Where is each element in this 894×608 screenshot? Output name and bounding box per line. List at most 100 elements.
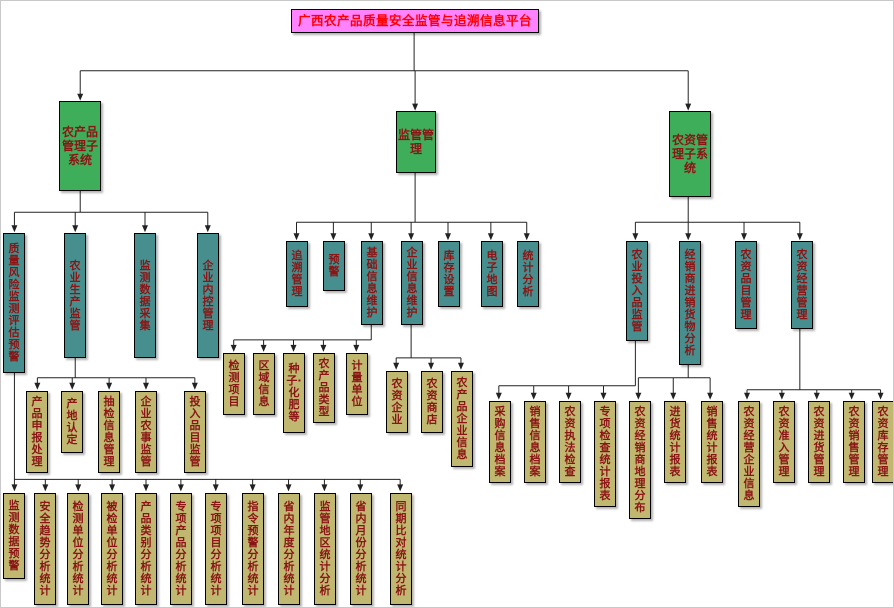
node-label: 监管管理	[397, 128, 434, 156]
node-label: 预警	[328, 253, 340, 278]
node-agri-product-types: 农产品类型	[313, 353, 335, 423]
node-agri-material-catalog-mgmt: 农资品目管理	[735, 241, 757, 329]
node-label: 农资执法检查	[564, 405, 576, 478]
node-quality-risk-warning: 质量风险监测评估预警	[3, 233, 25, 373]
node-label: 农资准入管理	[778, 405, 790, 478]
node-label: 农业投入品监管	[631, 248, 643, 333]
node-origin-certification: 产地认定	[61, 391, 83, 453]
node-safety-trend-stats: 安全趋势分析统计	[34, 493, 56, 605]
node-electronic-map: 电子地图	[481, 241, 503, 307]
node-label: 检测项目	[228, 359, 240, 408]
node-testing-items: 检测项目	[223, 353, 245, 415]
node-label: 检测单位分析统计	[72, 500, 84, 597]
node-label: 产品申报处理	[31, 395, 43, 468]
node-label: 产地认定	[66, 397, 78, 446]
node-operation-enterprise-info: 农资经营企业信息	[738, 401, 760, 507]
node-label: 农业生产监管	[69, 258, 81, 332]
node-agri-material-subsystem: 农资管理子系统	[669, 111, 711, 197]
node-agri-material-enterprise: 农资企业	[386, 371, 408, 433]
node-label: 基础信息维护	[366, 246, 378, 319]
node-provincial-annual-stats: 省内年度分析统计	[278, 493, 300, 605]
node-label: 农资经营管理	[796, 248, 808, 321]
node-label: 监测数据预警	[8, 499, 20, 572]
node-label: 投入品目监管	[189, 395, 201, 468]
node-label: 农产品类型	[318, 357, 330, 418]
node-label: 企业内控管理	[202, 258, 214, 332]
node-law-enforcement-inspection: 农资执法检查	[559, 401, 581, 483]
node-label: 指令预警分析统计	[247, 500, 259, 597]
node-product-declaration: 产品申报处理	[26, 391, 48, 473]
node-sampling-info-mgmt: 抽检信息管理	[98, 391, 120, 473]
node-label: 销售统计报表	[706, 405, 718, 478]
node-sales-stats-report: 销售统计报表	[701, 401, 723, 483]
node-dealer-trade-analysis: 经销商进销货物分析	[679, 241, 701, 365]
node-label: 广西农产品质量安全监管与追溯信息平台	[297, 13, 532, 28]
node-inventory-settings: 库存设置	[438, 241, 460, 307]
node-label: 农产品企业信息	[456, 376, 468, 461]
node-agri-input-supervision: 农业投入品监管	[626, 241, 648, 341]
node-agri-material-shop: 农资商店	[421, 371, 443, 433]
node-monitoring-data-warning: 监测数据预警	[3, 493, 25, 579]
node-sales-mgmt: 农资销售管理	[843, 401, 865, 483]
node-measurement-units: 计量单位	[346, 353, 368, 415]
node-special-project-stats: 专项项目分析统计	[205, 493, 227, 605]
node-tested-unit-stats: 被检单位分析统计	[101, 493, 123, 605]
node-label: 企业信息维护	[406, 246, 418, 319]
node-special-product-stats: 专项产品分析统计	[170, 493, 192, 605]
node-monitoring-data-collection: 监测数据采集	[134, 233, 156, 358]
node-inventory-mgmt: 农资库存管理	[872, 401, 893, 483]
node-supervision-management: 监管管理	[396, 111, 436, 173]
node-platform-title: 广西农产品质量安全监管与追溯信息平台	[291, 9, 539, 33]
node-label: 监管地区统计分析	[319, 500, 331, 597]
node-agri-production-supervision: 农业生产监管	[64, 233, 86, 358]
node-agri-product-enterprise-info: 农产品企业信息	[451, 371, 473, 467]
node-label: 专项产品分析统计	[175, 500, 187, 597]
node-seed-fertilizer: 种子·化肥等	[283, 353, 305, 433]
node-label: 农资品目管理	[740, 248, 752, 321]
node-label: 同期比对统计分析	[395, 500, 407, 597]
node-label: 采购信息档案	[494, 405, 506, 478]
node-label: 被检单位分析统计	[106, 500, 118, 597]
node-directive-warning-stats: 指令预警分析统计	[242, 493, 264, 605]
node-label: 安全趋势分析统计	[39, 500, 51, 597]
node-dealer-geographic-distribution: 农资经销商地理分布	[629, 401, 651, 519]
node-purchase-info-archive: 采购信息档案	[489, 401, 511, 483]
node-region-info: 区域信息	[253, 353, 275, 415]
node-enterprise-info-maintenance: 企业信息维护	[401, 241, 423, 325]
node-label: 库存设置	[443, 249, 455, 298]
node-label: 监测数据采集	[139, 258, 151, 332]
node-traceability-mgmt: 追溯管理	[286, 241, 308, 307]
node-label: 经销商进销货物分析	[684, 248, 696, 357]
node-statistical-analysis: 统计分析	[517, 241, 539, 307]
node-purchase-stats-report: 进货统计报表	[664, 401, 686, 483]
node-label: 销售信息档案	[529, 405, 541, 478]
node-agri-material-operation-mgmt: 农资经营管理	[791, 241, 813, 329]
node-label: 统计分析	[522, 249, 534, 298]
node-purchase-mgmt: 农资进货管理	[808, 401, 830, 483]
node-provincial-monthly-stats: 省内月份分析统计	[350, 493, 372, 605]
node-period-comparison-stats: 同期比对统计分析	[390, 493, 412, 605]
node-label: 追溯管理	[291, 249, 303, 298]
node-label: 农产品管理子系统	[61, 125, 98, 167]
node-enterprise-farming-supervision: 企业农事监管	[135, 391, 157, 473]
node-label: 农资管理子系统	[671, 133, 708, 175]
node-label: 专项检查统计报表	[599, 405, 611, 502]
node-basic-info-maintenance: 基础信息维护	[361, 241, 383, 325]
node-label: 种子·化肥等	[286, 362, 302, 423]
node-label: 区域信息	[258, 359, 270, 408]
node-label: 企业农事监管	[140, 395, 152, 468]
node-label: 电子地图	[486, 249, 498, 298]
node-label: 省内年度分析统计	[283, 500, 295, 597]
node-label: 农资销售管理	[848, 405, 860, 478]
node-label: 专项项目分析统计	[210, 500, 222, 597]
node-region-supervision-stats: 监管地区统计分析	[314, 493, 336, 605]
node-label: 农资商店	[426, 377, 438, 426]
node-label: 农资企业	[391, 377, 403, 426]
node-early-warning: 预警	[323, 241, 345, 291]
node-label: 农资进货管理	[813, 405, 825, 478]
node-label: 农资经销商地理分布	[634, 405, 646, 514]
node-agri-product-subsystem: 农产品管理子系统	[59, 101, 101, 191]
node-label: 质量风险监测评估预警	[8, 242, 20, 363]
